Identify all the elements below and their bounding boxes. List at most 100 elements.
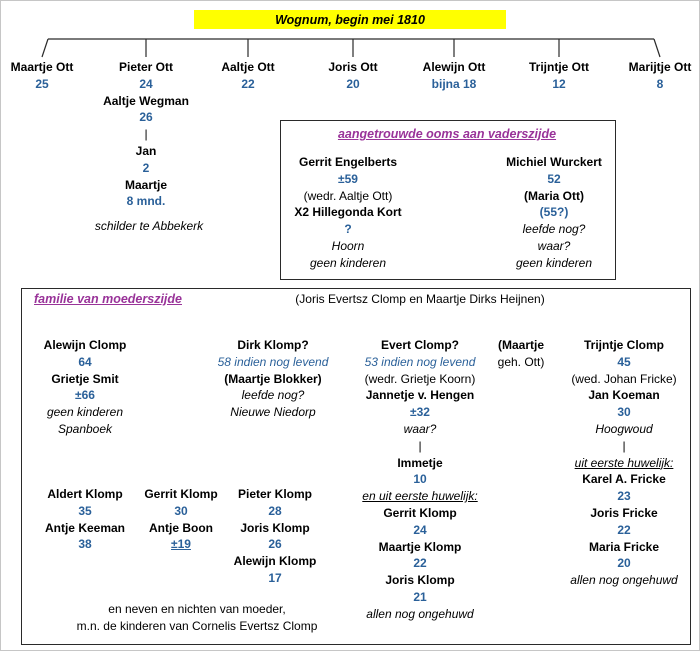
person-column-michiel-wurckert: Michiel Wurckert 52 (Maria Ott) (55?) leefde… [506,154,602,272]
text-line: Joris Fricke [590,505,658,520]
person-column-maartje-geh-ott: (Maartje geh. Ott) [498,337,545,371]
text-line: m.n. de kinderen van Cornelis Evertsz Cl… [76,618,318,633]
text-line: Jan Koeman [588,388,660,403]
text-line: Spanboek [57,421,113,436]
person-column-dirk-klomp: Dirk Klomp?58 indien nog levend(Maartje … [218,337,329,421]
person-column-joris-ott: Joris Ott 20 [328,59,377,93]
text-line: (55?) [539,205,569,220]
text-line: Gerrit Klomp [144,487,218,501]
text-line: geh. Ott) [497,354,545,369]
text-line: (Maartje [497,338,544,352]
text-line: Aldert Klomp [47,487,123,501]
text-line: 25 [35,76,49,91]
text-line: 45 [617,354,631,369]
text-line: Trijntje Ott [529,60,589,74]
text-line: (wed. Johan Fricke) [571,371,677,386]
text-line: Nieuwe Niedorp [230,405,316,420]
text-line: Pieter Ott [118,60,173,74]
text-line: 35 [78,503,92,518]
text-line: en uit eerste huwelijk: [362,489,478,504]
text-line: Maartje [124,177,168,192]
person-column-maartje-ott: Maartje Ott 25 [11,59,74,93]
text-line: Maartje Klomp [378,539,462,554]
text-line: 22 [413,556,427,571]
text-line: (Maria Ott) [524,188,584,203]
text-line: Joris Klomp [385,573,455,588]
text-line: 10 [413,472,427,487]
person-column-evert-clomp: Evert Clomp?53 indien nog levend(wedr. G… [362,337,477,623]
text-line: Hoorn [331,238,365,253]
text-line: 23 [617,489,631,504]
mother-parents-label: (Joris Evertsz Clomp en Maartje Dirks He… [295,292,545,306]
text-line: Aaltje Wegman [103,93,189,108]
mother-box-title: familie van moederszijde [34,292,182,306]
text-line: leefde nog? [522,222,586,237]
text-line: Maria Fricke [588,539,660,554]
uncles-box-title: aangetrouwde ooms aan vaderszijde [337,127,557,141]
text-line: 26 [268,537,282,552]
text-line: ? [344,222,352,237]
text-line: X2 Hillegonda Kort [294,205,402,220]
text-line: 53 indien nog levend [364,354,476,369]
text-line: 24 [139,76,153,91]
text-line: geen kinderen [515,255,593,270]
text-line: geen kinderen [46,405,124,420]
text-line: Michiel Wurckert [506,155,602,169]
text-line: en neven en nichten van moeder, [108,602,286,616]
text-line: 20 [346,76,360,91]
text-line: Gerrit Klomp [383,505,457,520]
text-line: Antje Boon [149,520,213,535]
text-line: Grietje Smit [51,371,119,386]
text-line: | [144,127,148,142]
text-line: 17 [268,570,282,585]
text-line: Joris Klomp [240,520,310,535]
text-line: Hoogwoud [595,421,653,436]
text-line: (wedr. Aaltje Ott) [303,188,393,203]
text-line: ±66 [75,388,95,403]
text-line: Immetje [397,455,443,470]
page-title: Wognum, begin mei 1810 [194,10,506,29]
text-line: Maartje Ott [10,60,74,74]
text-line: 8 [656,76,664,91]
text-line: Alewijn Clomp [43,338,127,352]
text-line: allen nog ongehuwd [570,573,678,588]
text-line: 58 indien nog levend [217,354,329,369]
text-line: Pieter Klomp [237,487,313,501]
text-line: Alewijn Ott [422,60,486,74]
text-line: 52 [547,171,561,186]
uncles-box [280,120,616,280]
text-line: ±59 [338,171,358,186]
text-line: Karel A. Fricke [582,472,666,487]
text-line: geen kinderen [309,255,387,270]
text-line: ±32 [410,405,430,420]
text-line: 30 [617,405,631,420]
text-line: 12 [552,76,566,91]
mother-family-box [21,288,691,645]
text-line: Jannetje v. Hengen [365,388,475,403]
top-bracket-right-slant [653,38,661,58]
text-line: leefde nog? [241,388,305,403]
text-line: 21 [413,589,427,604]
text-line: 28 [268,503,282,518]
text-line: 26 [139,110,153,125]
text-line: 38 [78,537,92,552]
text-line: Antje Keeman [44,520,126,535]
text-line: Trijntje Clomp [583,338,664,352]
text-line: Evert Clomp? [380,338,459,352]
person-column-gerrit-engelberts: Gerrit Engelberts ±59 (wedr. Aaltje Ott) X2… [294,154,401,272]
text-line: Joris Ott [328,60,378,74]
text-line: (Maartje Blokker) [224,371,322,386]
text-line: allen nog ongehuwd [366,606,474,621]
top-bracket-left-slant [41,38,49,58]
text-line: 8 mnd. [126,194,166,209]
text-line: Gerrit Engelberts [298,155,398,169]
person-column-trijntje-clomp: Trijntje Clomp 45 (wed. Johan Fricke) Jan K… [570,337,677,589]
text-line: Jan [135,143,157,158]
text-line: waar? [537,238,571,253]
text-line: uit eerste huwelijk: [574,455,674,470]
